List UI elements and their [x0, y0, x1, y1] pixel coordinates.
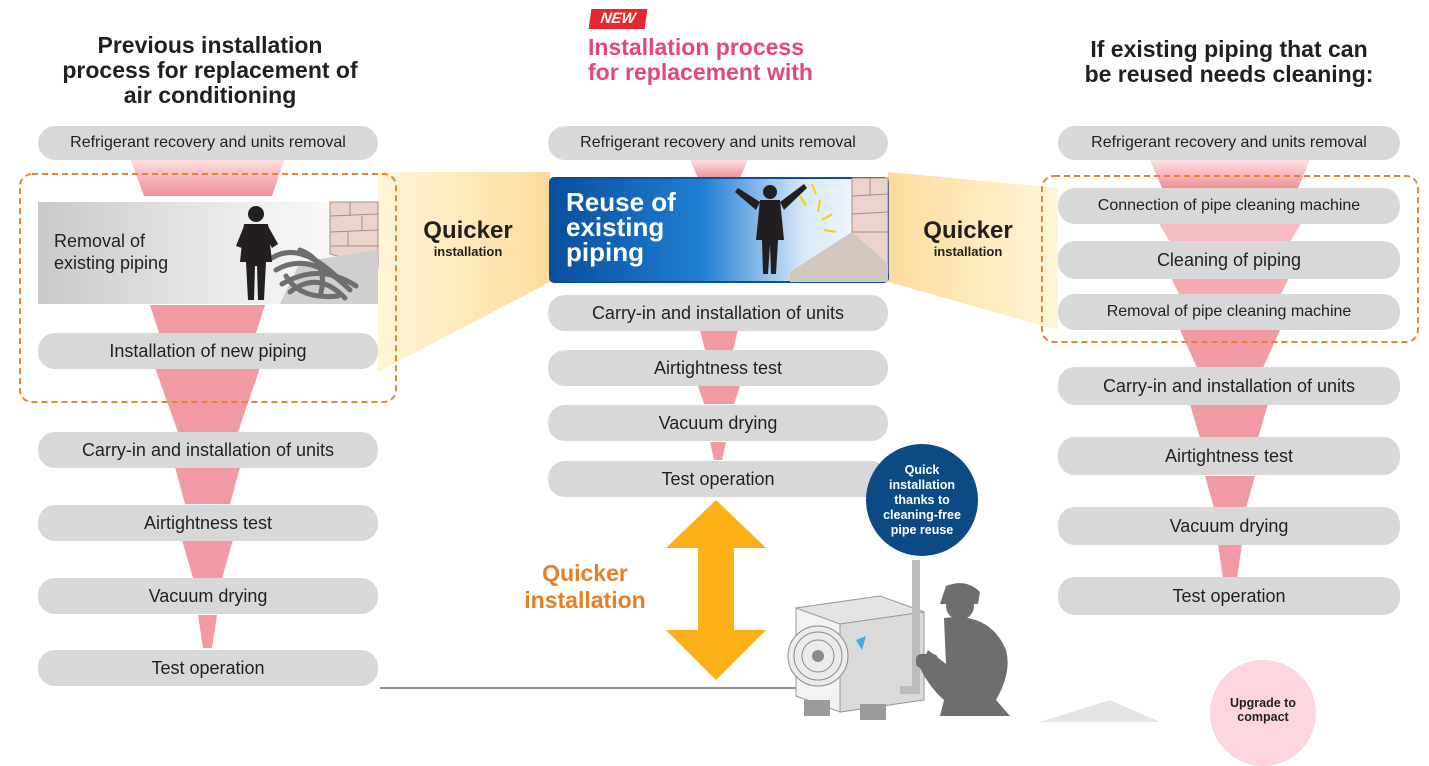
bubble-line-5: pipe reuse — [890, 522, 954, 537]
middle-title-line-1: Installation process — [588, 34, 805, 60]
quicker-left-big: Quicker — [423, 217, 513, 244]
wedge — [1205, 476, 1255, 508]
wedge — [700, 330, 738, 350]
glow-connector-left — [378, 172, 550, 372]
wedge — [1218, 544, 1242, 578]
middle-column-title: Installation process for replacement wit… — [588, 35, 813, 85]
upgrade-line-2: compact — [1237, 710, 1289, 724]
removal-line-2: existing piping — [54, 253, 169, 273]
wedge — [198, 615, 217, 648]
step-refrigerant-recovery: Refrigerant recovery and units removal — [1058, 126, 1400, 160]
wedge — [150, 305, 265, 336]
man-arms-up-silhouette — [735, 184, 807, 274]
step-carry-in-installation: Carry-in and installation of units — [548, 295, 888, 331]
floor-shape — [1040, 700, 1160, 722]
quicker-installation-right: Quicker installation — [904, 218, 1032, 260]
right-column-title: If existing piping that can be reused ne… — [1058, 37, 1400, 87]
step-vacuum-drying: Vacuum drying — [548, 405, 888, 441]
wedge — [1150, 160, 1310, 188]
quicker-installation-left: Quicker installation — [404, 218, 532, 260]
wedge — [1158, 222, 1302, 242]
step-cleaning-of-piping: Cleaning of piping — [1058, 241, 1400, 279]
step-removal-existing-piping: Removal of existing piping — [54, 230, 168, 274]
bubble-line-4: cleaning-free — [883, 507, 961, 522]
left-title-line-2: process for replacement of — [62, 57, 358, 83]
step-airtightness-test: Airtightness test — [38, 505, 378, 541]
wedge — [690, 160, 748, 178]
man-silhouette — [236, 206, 278, 300]
step-airtightness-test: Airtightness test — [548, 350, 888, 386]
glow-connector-right — [888, 172, 1058, 330]
pipe-illustration — [900, 560, 920, 694]
brick-wall-illustration-mid — [790, 177, 889, 282]
reuse-line-2: existing — [566, 212, 665, 242]
step-carry-in-installation: Carry-in and installation of units — [1058, 367, 1400, 405]
step-refrigerant-recovery: Refrigerant recovery and units removal — [548, 126, 888, 160]
quicker-right-big: Quicker — [923, 217, 1013, 244]
reuse-line-3: piping — [566, 237, 644, 267]
step-vacuum-drying: Vacuum drying — [1058, 507, 1400, 545]
diagram-graphics — [19, 158, 1419, 722]
step-reuse-existing-piping: Reuse of existing piping — [566, 187, 676, 267]
wedge — [1170, 276, 1290, 296]
bubble-line-1: Quick — [904, 462, 940, 477]
step-test-operation: Test operation — [38, 650, 378, 686]
pipe-pile-illustration — [269, 247, 359, 301]
wedge — [1190, 404, 1268, 438]
new-badge: NEW — [588, 9, 648, 29]
step-airtightness-test: Airtightness test — [1058, 437, 1400, 475]
bubble-line-3: thanks to — [894, 492, 950, 507]
quicker-right-small: installation — [933, 244, 1003, 259]
middle-title-line-2: for replacement with — [588, 59, 813, 85]
quicker-mid-line-2: installation — [524, 587, 646, 613]
step-carry-in-installation: Carry-in and installation of units — [38, 432, 378, 468]
step-removal-pipe-cleaning-machine: Removal of pipe cleaning machine — [1058, 294, 1400, 330]
removal-line-1: Removal of — [54, 231, 146, 251]
step-installation-new-piping: Installation of new piping — [38, 333, 378, 369]
left-title-line-3: air conditioning — [123, 82, 297, 108]
sparkle-lines — [799, 183, 837, 233]
dashed-box-left — [19, 173, 397, 403]
step-test-operation: Test operation — [1058, 577, 1400, 615]
outdoor-unit-illustration — [787, 595, 925, 720]
wedge — [710, 442, 726, 460]
worker-silhouette — [916, 583, 1010, 716]
dashed-box-right — [1041, 175, 1419, 343]
wedge — [698, 386, 740, 404]
wedge — [182, 540, 233, 578]
left-title-line-1: Previous installation — [97, 32, 323, 58]
step-connection-pipe-cleaning-machine: Connection of pipe cleaning machine — [1058, 188, 1400, 224]
wedge — [155, 368, 260, 432]
left-column-title: Previous installation process for replac… — [60, 33, 360, 108]
step-refrigerant-recovery: Refrigerant recovery and units removal — [38, 126, 378, 160]
double-arrow — [666, 500, 766, 680]
upgrade-compact-bubble: Upgrade to compact — [1210, 660, 1316, 766]
wedge — [175, 467, 240, 504]
quicker-left-small: installation — [433, 244, 503, 259]
upgrade-line-1: Upgrade to — [1230, 696, 1296, 710]
wedge — [130, 158, 285, 196]
step-test-operation: Test operation — [548, 461, 888, 497]
bubble-line-2: installation — [889, 477, 955, 492]
quicker-mid-line-1: Quicker — [542, 560, 628, 586]
right-title-line-2: be reused needs cleaning: — [1084, 61, 1374, 87]
wedge — [1180, 330, 1280, 370]
quicker-installation-middle: Quicker installation — [520, 560, 650, 614]
right-title-line-1: If existing piping that can — [1090, 36, 1368, 62]
reuse-line-1: Reuse of — [566, 187, 676, 217]
step-vacuum-drying: Vacuum drying — [38, 578, 378, 614]
quick-installation-bubble: Quick installation thanks to cleaning-fr… — [866, 444, 978, 556]
